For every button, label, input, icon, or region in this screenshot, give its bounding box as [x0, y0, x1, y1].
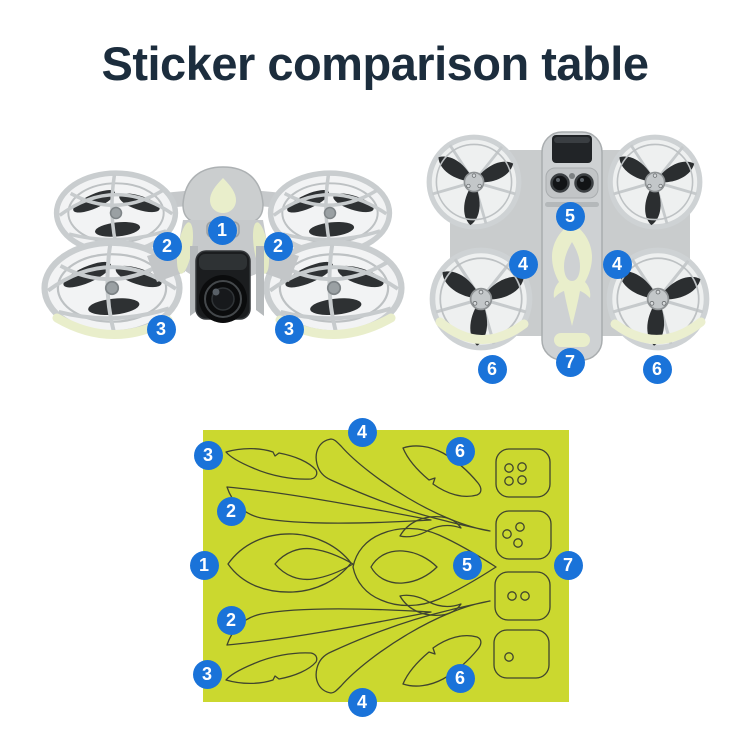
page-title: Sticker comparison table	[101, 37, 649, 90]
sheet-badge-7: 7	[553, 550, 583, 580]
sheet-badge-5: 5	[452, 550, 482, 580]
bottom_view-badge-4: 4	[602, 249, 632, 279]
front_view-badge-2: 2	[152, 231, 182, 261]
sticker-sheet	[203, 430, 569, 702]
vision-sensor-left	[550, 173, 570, 193]
sticker-outline-7-squares	[493, 448, 552, 679]
bottom_view-badge-6: 6	[642, 354, 672, 384]
hood-teardrop-sticker	[210, 178, 236, 213]
sheet-badge-3: 3	[193, 440, 223, 470]
drone-front-photo	[35, 166, 410, 339]
bottom_view-badge-4: 4	[508, 249, 538, 279]
sheet-badge-6: 6	[445, 663, 475, 693]
tail-sticker	[554, 333, 590, 347]
sticker-outline-5-outer	[352, 527, 497, 607]
duct-upper-right	[610, 137, 700, 227]
lens-glint	[212, 288, 220, 296]
center-body	[541, 131, 603, 361]
sticker-outline-hook	[399, 516, 462, 538]
front_view-badge-2: 2	[263, 231, 293, 261]
bottom_view-badge-7: 7	[555, 347, 585, 377]
camera	[195, 250, 251, 323]
sheet-badge-4: 4	[347, 417, 377, 447]
sticker-outlines	[225, 438, 552, 694]
duct-upper-left	[429, 137, 519, 227]
side-sticker-left	[176, 222, 194, 274]
sticker-outline-2	[226, 486, 432, 524]
sticker-outline-1-outer	[227, 533, 352, 593]
front_view-badge-1: 1	[207, 215, 237, 245]
sticker-outline-1-inner	[274, 547, 354, 581]
sheet-badge-1: 1	[189, 550, 219, 580]
bumper-sticker-strips	[435, 317, 706, 344]
sticker-outline-5-inner	[370, 550, 438, 584]
flame-cutout	[564, 242, 580, 281]
sheet-badge-4: 4	[347, 687, 377, 717]
bottom_view-badge-5: 5	[555, 201, 585, 231]
sticker-outline-3	[225, 447, 318, 480]
drone-bottom-photo	[420, 131, 720, 361]
front_view-badge-3: 3	[274, 314, 304, 344]
sticker-outline-6	[402, 445, 482, 498]
sheet-badge-6: 6	[445, 436, 475, 466]
front_view-badge-3: 3	[146, 314, 176, 344]
sticker-outline-4	[315, 438, 491, 532]
sheet-badge-2: 2	[216, 605, 246, 635]
sheet-badge-3: 3	[192, 659, 222, 689]
vision-sensor-right	[574, 173, 594, 193]
sheet-badge-2: 2	[216, 496, 246, 526]
camera-fork-right	[256, 246, 264, 316]
bottom_view-badge-6: 6	[477, 354, 507, 384]
